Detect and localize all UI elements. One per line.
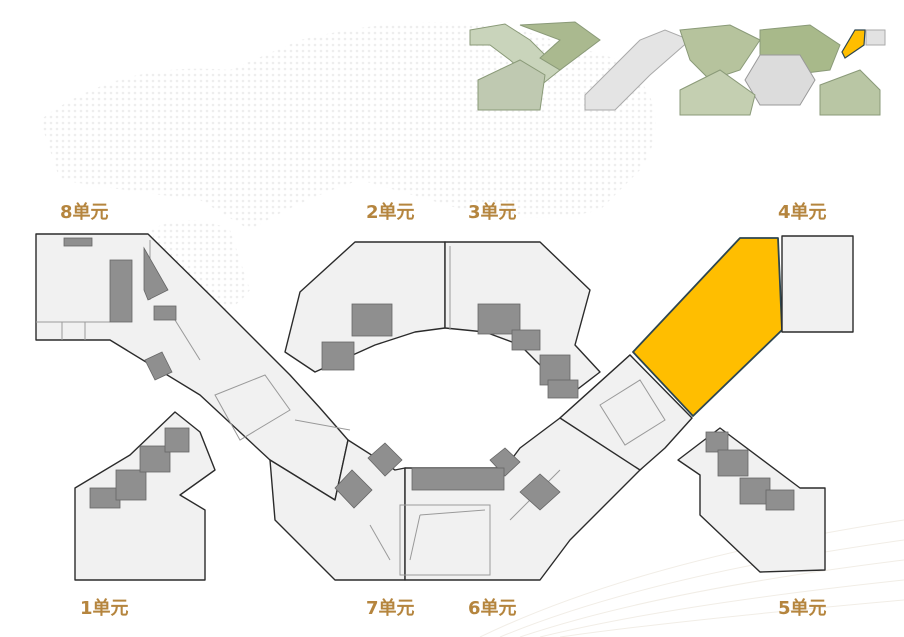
label-unit-5: 5单元 xyxy=(778,598,827,619)
unit-3-area[interactable] xyxy=(444,241,601,396)
label-unit-6: 6单元 xyxy=(468,598,517,619)
unit-4-annex[interactable] xyxy=(781,235,854,333)
interior-walls xyxy=(36,240,666,576)
service-cores xyxy=(63,237,795,511)
label-unit-3: 3单元 xyxy=(468,202,517,223)
label-unit-2: 2单元 xyxy=(366,202,415,223)
label-unit-1: 1单元 xyxy=(80,598,129,619)
unit-4-area-corridor[interactable] xyxy=(559,354,693,471)
unit-4-highlight[interactable] xyxy=(632,237,783,417)
label-unit-4: 4单元 xyxy=(778,202,827,223)
label-unit-7: 7单元 xyxy=(366,598,415,619)
label-unit-8: 8单元 xyxy=(60,202,109,223)
decorative-arcs xyxy=(479,519,904,637)
site-key-map-icon[interactable] xyxy=(469,21,886,116)
